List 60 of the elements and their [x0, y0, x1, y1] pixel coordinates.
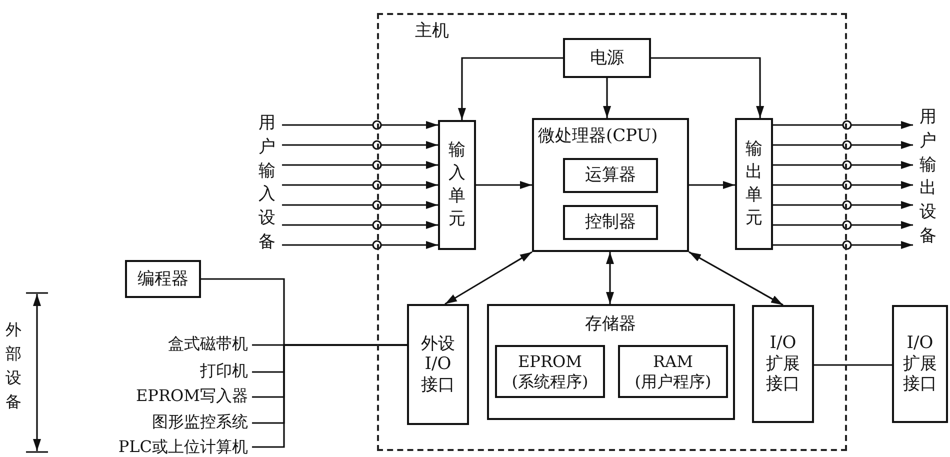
device-label: 用户输出设备 — [917, 106, 939, 252]
block-label: 外设I/O接口 — [420, 334, 456, 396]
arrow — [773, 221, 913, 229]
block-label: I/O扩展接口 — [902, 333, 938, 395]
arrow — [651, 57, 764, 118]
arrow — [773, 141, 913, 149]
arrow — [603, 78, 612, 118]
group-title: 主机 — [415, 20, 449, 42]
group-title: 存储器 — [585, 313, 636, 335]
arrow — [773, 121, 913, 129]
group-box — [487, 304, 735, 420]
device-label: PLC或上位计算机 — [40, 437, 248, 457]
block-box — [892, 305, 948, 423]
block-label: 控制器 — [585, 212, 636, 233]
device-label: 用户输入设备 — [256, 112, 278, 258]
block-label: 输入单元 — [448, 139, 466, 231]
arrow — [606, 252, 614, 304]
block-box — [407, 304, 469, 425]
block-box — [495, 345, 605, 398]
block-label: 输出单元 — [745, 138, 763, 230]
arrow — [282, 141, 438, 149]
block-box — [563, 205, 658, 240]
block-label: 运算器 — [585, 165, 636, 186]
block-label: RAM (用户程序) — [634, 352, 712, 391]
arrow — [282, 201, 438, 209]
block-label: I/O扩展接口 — [765, 333, 801, 395]
block-box — [752, 305, 814, 423]
arrow — [282, 121, 438, 129]
group-title: 微处理器(CPU) — [538, 125, 658, 147]
side-label: 外部设备 — [4, 319, 22, 413]
arrow — [282, 241, 438, 249]
connector-line — [814, 364, 892, 366]
device-label: 打印机 — [100, 361, 248, 383]
dashed-group-frame — [377, 13, 847, 451]
arrow — [282, 221, 438, 229]
block-box — [618, 345, 728, 398]
arrow — [688, 251, 784, 306]
arrow — [773, 161, 913, 169]
block-label: EPROM (系统程序) — [510, 352, 590, 391]
block-box — [438, 120, 476, 250]
block-box — [563, 158, 658, 193]
arrow — [444, 251, 532, 305]
arrow — [773, 241, 913, 249]
arrow — [282, 181, 438, 189]
device-label: EPROM写入器 — [60, 386, 248, 408]
connector-line — [252, 344, 407, 448]
block-box — [125, 260, 201, 298]
arrow — [689, 181, 735, 189]
block-label: 编程器 — [138, 268, 188, 290]
arrow — [458, 57, 563, 120]
block-label: 电源 — [590, 48, 624, 68]
device-label: 图形监控系统 — [60, 412, 248, 434]
block-box — [735, 118, 773, 250]
device-label: 盒式磁带机 — [100, 334, 248, 356]
arrow — [282, 161, 438, 169]
block-box — [563, 38, 651, 78]
arrow — [773, 201, 913, 209]
arrow — [773, 181, 913, 189]
group-box — [532, 118, 689, 252]
arrow — [476, 181, 532, 189]
